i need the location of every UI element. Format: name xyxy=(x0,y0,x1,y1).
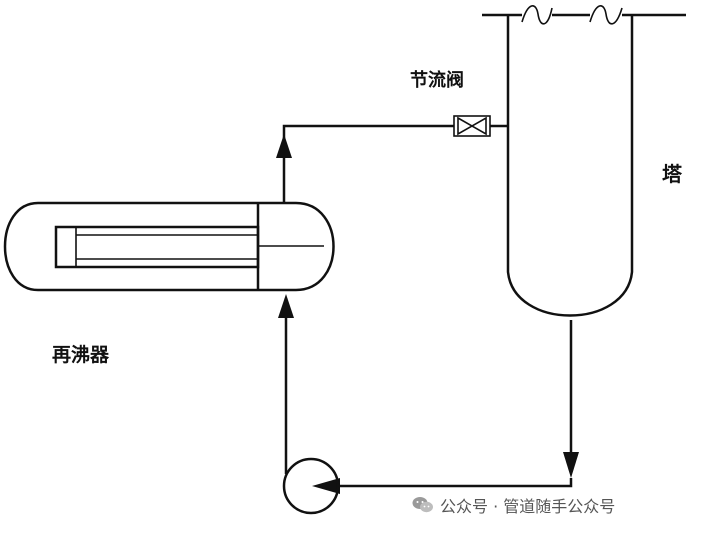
throttle-valve-body xyxy=(453,115,491,137)
reboiler-shell xyxy=(3,201,335,292)
throttle-valve-icon xyxy=(453,115,491,137)
tower-shell xyxy=(506,15,634,317)
outlet-down-arrow xyxy=(563,452,579,478)
throttle-valve-label: 节流阀 xyxy=(410,70,464,91)
tower-break-mark-left xyxy=(521,5,553,25)
pump xyxy=(278,294,340,515)
throttle-valve-bowtie xyxy=(457,116,487,136)
reboiler-inlet-arrow xyxy=(278,294,294,318)
wechat-icon xyxy=(412,497,433,513)
tower-bottom-line xyxy=(312,320,579,494)
reboiler-tube-bundle xyxy=(54,225,260,269)
reboiler-label: 再沸器 xyxy=(52,344,110,366)
pump-inlet-arrow xyxy=(312,478,340,494)
distillation-tower xyxy=(482,5,686,317)
tower-break-mark-right xyxy=(589,5,623,25)
reboiler-outlet-pipe xyxy=(282,124,454,203)
vapor-return-line xyxy=(276,124,508,203)
reboiler xyxy=(3,201,335,292)
reboiler-tube-line xyxy=(75,227,258,267)
pump-return-pipe xyxy=(340,478,573,488)
pump-casing xyxy=(282,457,340,515)
reboiler-outlet-arrow xyxy=(276,134,292,158)
watermark: 公众号 · 管道随手公众号 xyxy=(412,493,615,517)
tower-label: 塔 xyxy=(662,162,682,186)
watermark-text: 公众号 · 管道随手公众号 xyxy=(440,497,616,516)
